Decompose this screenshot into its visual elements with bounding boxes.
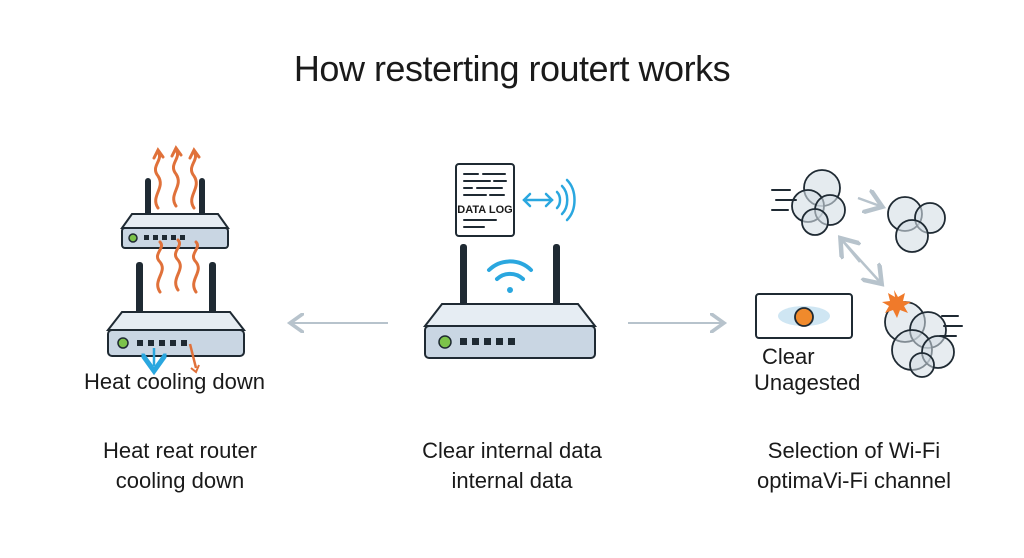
- wifi-icon: [487, 259, 533, 293]
- middle-caption-line2: internal data: [451, 468, 573, 493]
- left-caption: Heat reat router cooling down: [60, 436, 300, 496]
- right-caption-line1: Selection of Wi-Fi: [767, 438, 941, 463]
- right-caption-line2: optimaVi-Fi channel: [756, 468, 952, 493]
- left-panel: [105, 145, 247, 372]
- right-panel: [755, 169, 963, 378]
- signal-exchange-icon: [522, 178, 576, 222]
- selected-channel-box: [755, 293, 853, 339]
- data-log-label: DATA LOG: [457, 204, 512, 216]
- right-caption: Selection of Wi-Fi optimaVi-Fi channel: [734, 436, 974, 496]
- data-log-document-icon: [455, 163, 515, 237]
- middle-caption: Clear internal data internal data: [392, 436, 632, 496]
- channel-cluster-icon-2: [887, 196, 946, 253]
- router-icon-top: [120, 178, 230, 249]
- page-title: How resterting routert works: [293, 48, 731, 89]
- left-inline-caption: Heat cooling down: [84, 369, 266, 394]
- interference-burst-icon: [882, 290, 911, 318]
- channel-cluster-icon-1: [771, 169, 846, 236]
- box-label-line2: Unagested: [754, 370, 861, 395]
- box-label-line1: Clear: [762, 344, 815, 369]
- cluster-arrow-1: [857, 198, 880, 206]
- middle-caption-line1: Clear internal data: [422, 438, 602, 463]
- heat-waves-icon-lower: [155, 238, 200, 294]
- cluster-arrow-3: [842, 240, 860, 263]
- heat-waves-icon: [152, 145, 201, 210]
- left-caption-line2: cooling down: [115, 468, 245, 493]
- router-icon-center: [422, 244, 598, 359]
- router-icon-bottom: [105, 262, 247, 372]
- left-caption-line1: Heat reat router: [102, 438, 258, 463]
- middle-panel: DATA LOG: [422, 163, 598, 359]
